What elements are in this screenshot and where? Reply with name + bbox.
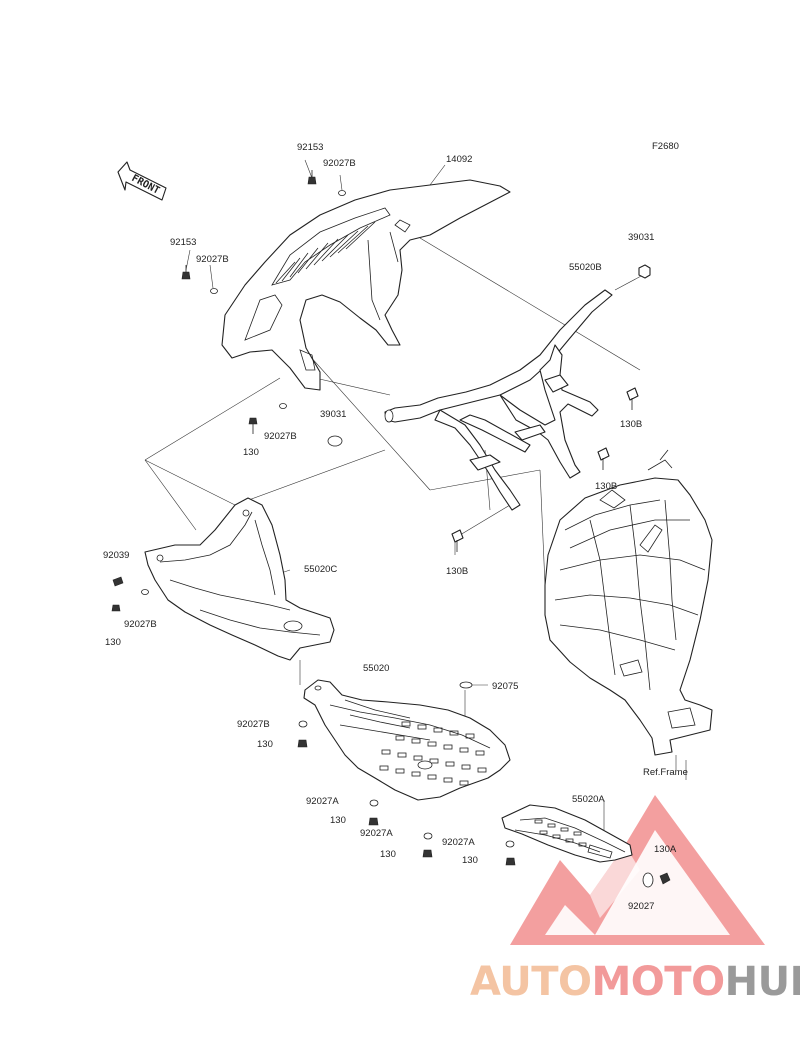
callout-39031-mid: 39031	[320, 409, 347, 420]
clip-icon	[112, 576, 124, 587]
nut-icon	[638, 264, 651, 279]
washer-icon	[642, 872, 654, 888]
washer-icon	[210, 288, 218, 294]
bolt-icon	[422, 849, 433, 858]
callout-92027a-2: 92027A	[360, 828, 393, 839]
reference-lines	[144, 159, 687, 830]
callout-92039: 92039	[103, 550, 130, 561]
bolt-icon	[111, 604, 121, 612]
callout-92027b-bottom: 92027B	[237, 719, 270, 730]
part-55020a-rear-guard	[501, 804, 633, 863]
bolt-icon	[597, 447, 610, 470]
callout-130b-1: 130B	[620, 419, 643, 430]
bolt-icon	[368, 817, 379, 826]
callout-130-d: 130	[462, 855, 478, 866]
bolt-icon	[659, 872, 671, 885]
reference-frame	[544, 449, 713, 770]
bolt-icon	[451, 529, 464, 552]
callout-55020: 55020	[363, 663, 390, 674]
washer-icon	[369, 799, 379, 807]
cap-icon	[327, 435, 343, 447]
callout-130-a: 130	[257, 739, 273, 750]
watermark-moto: MOTO	[591, 959, 726, 1005]
callout-92027b-mid: 92027B	[264, 431, 297, 442]
callout-55020b: 55020B	[569, 262, 602, 273]
bolt-icon	[181, 265, 191, 280]
part-55020c-side-guard	[144, 497, 335, 661]
callout-130-mid: 130	[243, 447, 259, 458]
callout-92153-top: 92153	[297, 142, 324, 153]
callout-92027: 92027	[628, 901, 655, 912]
callout-130b-3: 130B	[446, 566, 469, 577]
figure-code: F2680	[652, 141, 679, 152]
callout-55020c: 55020C	[304, 564, 338, 575]
part-55020-skid-plate	[303, 679, 511, 801]
washer-icon	[338, 190, 346, 196]
watermark-auto: AUTO	[470, 959, 592, 1005]
callout-92027b-lower: 92027B	[124, 619, 157, 630]
washer-icon	[141, 589, 149, 595]
callout-130b-2: 130B	[595, 481, 618, 492]
callout-92027a-3: 92027A	[442, 837, 475, 848]
callout-92153-left: 92153	[170, 237, 197, 248]
watermark-hub: HUB	[724, 959, 800, 1005]
washer-icon	[298, 720, 308, 728]
front-label: FRONT	[130, 173, 162, 197]
part-14092-front-cover	[221, 179, 511, 391]
callout-39031-right: 39031	[628, 232, 655, 243]
callout-92027b-left: 92027B	[196, 254, 229, 265]
bolt-icon	[626, 387, 639, 410]
bolt-icon	[297, 739, 308, 748]
washer-icon	[279, 403, 287, 409]
callout-92027b-top: 92027B	[323, 158, 356, 169]
fasteners	[111, 170, 671, 888]
washer-icon	[505, 840, 515, 848]
grommet-icon	[459, 681, 473, 689]
bolt-icon	[307, 170, 317, 185]
washer-icon	[423, 832, 433, 840]
callout-92027a-1: 92027A	[306, 796, 339, 807]
callout-130-left: 130	[105, 637, 121, 648]
front-arrow-icon: FRONT	[117, 161, 167, 201]
bolt-icon	[248, 417, 258, 434]
callout-14092: 14092	[446, 154, 473, 165]
part-55020b-bumper	[384, 289, 613, 511]
callout-92075: 92075	[492, 681, 519, 692]
bolt-icon	[505, 857, 516, 866]
callout-ref-frame: Ref.Frame	[643, 767, 688, 778]
callout-130-b: 130	[330, 815, 346, 826]
callout-55020a: 55020A	[572, 794, 605, 805]
callout-130-c: 130	[380, 849, 396, 860]
watermark-text: AUTOMOTOHUB	[470, 962, 800, 1002]
callout-130a: 130A	[654, 844, 677, 855]
